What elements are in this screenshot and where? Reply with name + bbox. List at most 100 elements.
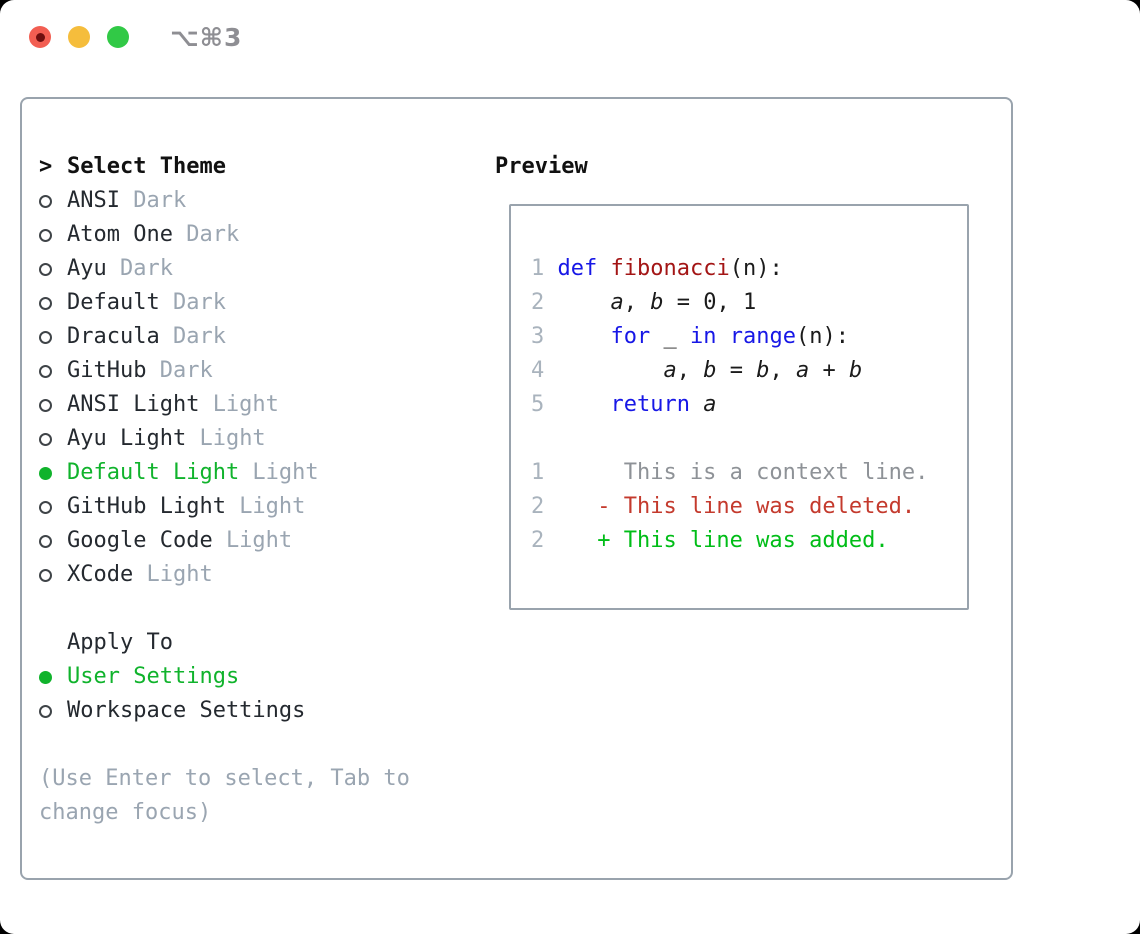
code-segment (557, 358, 663, 383)
apply-option-user-settings[interactable]: User Settings (39, 660, 410, 694)
option-label: GitHub (67, 358, 147, 383)
spacer-row (39, 592, 410, 626)
code-segment: a (703, 392, 717, 417)
code-segment (597, 256, 610, 281)
option-variant-label: Dark (159, 358, 213, 383)
line-number: 4 (531, 358, 545, 383)
option-label: Default Light (67, 460, 240, 485)
code-segment: - This line was deleted. (557, 494, 916, 519)
option-variant-label: Light (239, 494, 306, 519)
circle-icon (39, 330, 52, 344)
radio-icon (39, 296, 67, 310)
radio-icon (39, 194, 67, 208)
line-number: 3 (531, 324, 545, 349)
radio-icon (39, 432, 67, 446)
apply-option-workspace-settings[interactable]: Workspace Settings (39, 694, 410, 728)
line-number: 2 (531, 290, 545, 315)
theme-selector-heading-row: > Select Theme (39, 150, 410, 184)
close-button[interactable] (29, 26, 51, 48)
radio-icon (39, 704, 67, 718)
option-variant-label: Light (212, 392, 279, 417)
line-number: 1 (531, 256, 545, 281)
filled-circle-icon (39, 466, 52, 480)
filled-circle-icon (39, 670, 52, 684)
option-label: User Settings (67, 664, 240, 689)
code-segment: , (623, 290, 651, 315)
option-variant-label: Dark (172, 324, 226, 349)
code-segment (557, 392, 610, 417)
code-segment: _ (650, 324, 690, 349)
radio-icon (39, 534, 67, 548)
code-segment: b (756, 358, 770, 383)
radio-icon (39, 262, 67, 276)
preview-line: 4 a, b = b, a + b (531, 354, 967, 388)
radio-selected-icon (39, 466, 67, 480)
radio-icon (39, 500, 67, 514)
code-segment: b (703, 358, 717, 383)
preview-line: 2 - This line was deleted. (531, 490, 967, 524)
code-segment: fibonacci (610, 256, 730, 281)
code-segment: b (848, 358, 863, 383)
radio-icon (39, 228, 67, 242)
option-label: Atom One (67, 222, 173, 247)
code-segment: = (716, 358, 757, 383)
theme-option-github-light[interactable]: GitHub Light Light (39, 490, 410, 524)
circle-icon (39, 296, 52, 310)
option-variant-label: Dark (119, 256, 173, 281)
minimize-button[interactable] (68, 26, 90, 48)
circle-icon (39, 364, 52, 378)
code-segment: (n): (795, 324, 849, 349)
option-label: Google Code (67, 528, 213, 553)
radio-icon (39, 398, 67, 412)
option-variant-label: Dark (133, 188, 187, 213)
code-segment: a (610, 290, 624, 315)
line-number: 1 (531, 460, 545, 485)
option-variant-label: Light (199, 426, 266, 451)
option-variant-label: Light (146, 562, 213, 587)
circle-icon (39, 432, 52, 446)
code-segment: , (769, 358, 796, 383)
code-segment: a (663, 358, 677, 383)
preview-line: 2 + This line was added. (531, 524, 967, 558)
preview-line: 2 a, b = 0, 1 (531, 286, 967, 320)
hint-text-line-1: (Use Enter to select, Tab to (39, 766, 410, 791)
code-segment: + (809, 358, 849, 383)
option-variant-label: Light (225, 528, 293, 553)
maximize-button[interactable] (107, 26, 129, 48)
theme-option-github[interactable]: GitHub Dark (39, 354, 410, 388)
option-label: GitHub Light (67, 494, 226, 519)
option-label: Dracula (67, 324, 160, 349)
radio-icon (39, 330, 67, 344)
preview-line: 5 return a (531, 388, 967, 422)
theme-option-google-code[interactable]: Google Code Light (39, 524, 410, 558)
line-number: 2 (531, 528, 545, 553)
preview-line: 1 This is a context line. (531, 456, 967, 490)
hint-text-line-2: change focus) (39, 800, 212, 825)
circle-icon (39, 228, 52, 242)
preview-line: 3 for _ in range(n): (531, 320, 967, 354)
option-variant-label: Dark (186, 222, 240, 247)
circle-icon (39, 500, 52, 514)
code-segment: for (610, 324, 651, 349)
theme-option-dracula[interactable]: Dracula Dark (39, 320, 410, 354)
code-segment: range (729, 324, 796, 349)
circle-icon (39, 398, 52, 412)
radio-icon (39, 568, 67, 582)
window-title: ⌥⌘3 (170, 23, 243, 52)
code-segment: , (676, 358, 704, 383)
theme-option-atom-one[interactable]: Atom One Dark (39, 218, 410, 252)
focus-caret-icon: > (39, 154, 53, 179)
